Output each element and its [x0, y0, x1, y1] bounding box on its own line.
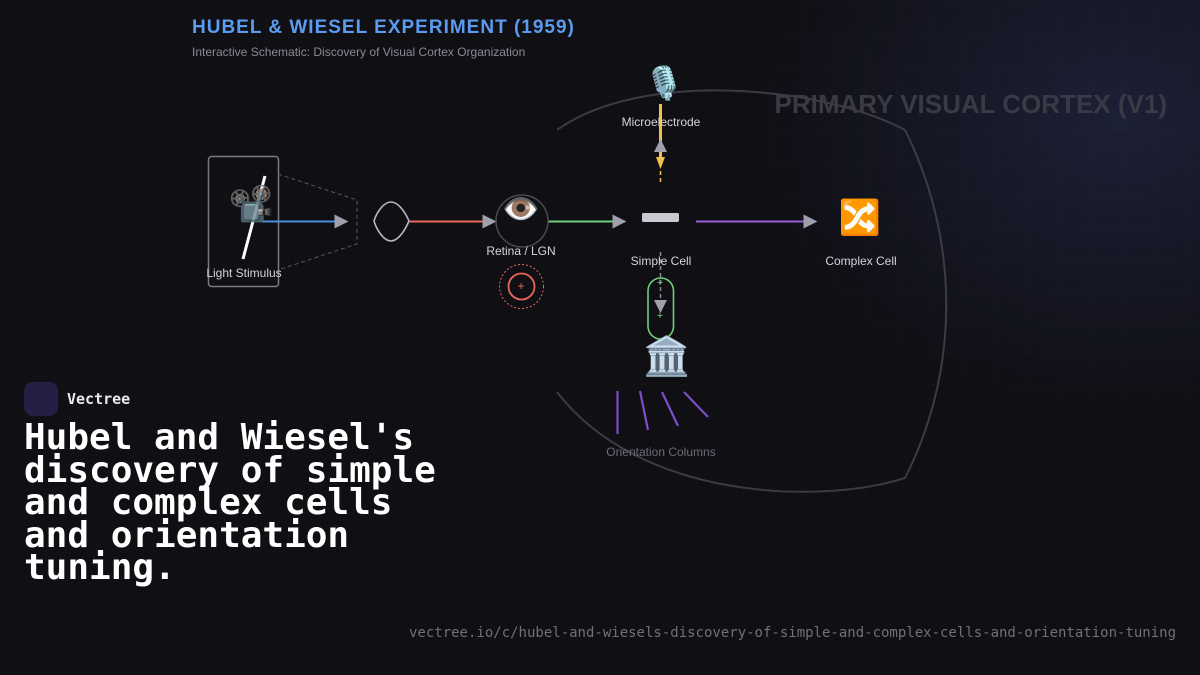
- film-projector-icon: 📽️: [228, 184, 274, 225]
- orientation-column-line: [661, 391, 679, 427]
- brand-name: Vectree: [67, 390, 131, 408]
- eye-icon: 👁️: [502, 192, 540, 227]
- orientation-column-line: [638, 390, 650, 431]
- complex-cell-label: Complex Cell: [825, 254, 897, 268]
- receptive-field-center-symbol: +: [517, 279, 525, 293]
- electrode-up-arrowhead: [654, 139, 667, 152]
- orientation-column-line: [683, 391, 709, 418]
- microelectrode-label: Microelectrode: [621, 115, 701, 129]
- receptive-field-surround: [499, 264, 544, 309]
- vectree-logo: [24, 382, 58, 416]
- headline: Hubel and Wiesel's discovery of simple a…: [24, 417, 436, 588]
- retina-circle[interactable]: [495, 194, 549, 248]
- microphone-icon: 🎙️: [644, 64, 684, 102]
- brand-block: Vectree: [24, 382, 130, 416]
- diagram-subtitle: Interactive Schematic: Discovery of Visu…: [192, 45, 526, 59]
- light-stimulus-label: Light Stimulus: [206, 266, 282, 280]
- retina-lgn-label: Retina / LGN: [486, 244, 556, 258]
- simple-cell-label: Simple Cell: [630, 254, 692, 268]
- receptive-field-center: [507, 272, 536, 301]
- classical-building-icon: 🏛️: [643, 334, 691, 378]
- shuffle-icon: 🔀: [838, 198, 882, 238]
- electrode-tip: [656, 157, 665, 169]
- simple-field-plus-top: +: [656, 277, 664, 289]
- light-bar: [241, 175, 267, 260]
- cortex-label: PRIMARY VISUAL CORTEX (V1): [774, 89, 1167, 119]
- diagram-title: HUBEL & WIESEL EXPERIMENT (1959): [192, 17, 575, 38]
- simple-cell-receptive-field: [647, 277, 675, 340]
- source-url[interactable]: vectree.io/c/hubel-and-wiesels-discovery…: [408, 625, 1176, 641]
- simple-cell-bar[interactable]: [642, 213, 679, 222]
- simple-field-down-arrowhead: [654, 300, 667, 313]
- projection-cone: [277, 173, 358, 271]
- lens-shape: [373, 201, 410, 242]
- cortex-outline: [556, 89, 948, 493]
- simple-field-plus-bottom: +: [656, 310, 664, 322]
- orientation-columns-label: Orientation Columns: [606, 445, 716, 459]
